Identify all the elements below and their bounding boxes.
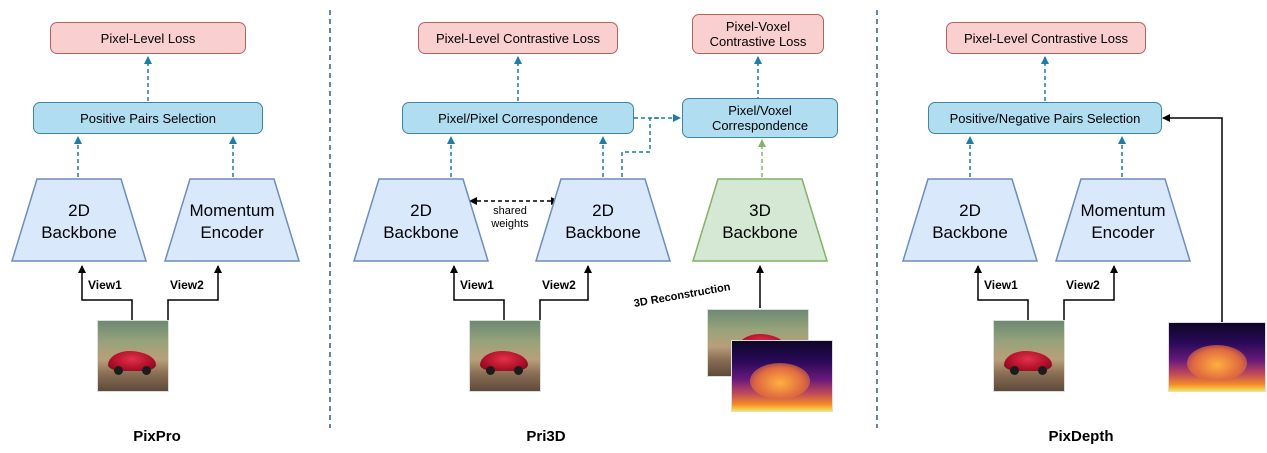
pixpro-selection-label: Positive Pairs Selection: [80, 110, 216, 126]
pixpro-car-photo: [97, 320, 169, 392]
pixdepth-backbone-right-line1: Momentum: [1080, 201, 1166, 220]
pri3d-shared-weights-line2: weights: [491, 218, 529, 230]
pixpro-momentum-encoder: Momentum Encoder: [164, 178, 300, 262]
pixdepth-selection-label: Positive/Negative Pairs Selection: [949, 110, 1141, 126]
pri3d-voxel-loss-line2: Contrastive Loss: [709, 34, 807, 49]
pri3d-pixel-loss-label: Pixel-Level Contrastive Loss: [435, 30, 601, 46]
pixpro-backbone-left-line2: Backbone: [41, 223, 117, 242]
pixdepth-depth-map: [1168, 322, 1266, 392]
pri3d-voxel-loss-box: Pixel-Voxel Contrastive Loss: [692, 14, 824, 54]
pixdepth-view2-label: View2: [1066, 278, 1100, 292]
pri3d-connectors: [447, 56, 766, 320]
pri3d-car-photo: [469, 320, 541, 392]
pri3d-backbone-b-line1: 2D: [592, 201, 614, 220]
pri3d-backbone-a-line1: 2D: [410, 201, 432, 220]
pri3d-pixel-loss-box: Pixel-Level Contrastive Loss: [418, 22, 618, 54]
pixpro-backbone-right-line2: Encoder: [200, 223, 264, 242]
pri3d-pixel-correspondence-label: Pixel/Pixel Correspondence: [438, 110, 598, 126]
pixpro-view1-label: View1: [88, 278, 122, 292]
pixdepth-selection-box: Positive/Negative Pairs Selection: [928, 102, 1162, 134]
pixpro-backbone-right-line1: Momentum: [189, 201, 275, 220]
pri3d-3d-backbone: 3D Backbone: [692, 178, 828, 262]
pixdepth-view1-label: View1: [984, 278, 1018, 292]
pri3d-view1-label: View1: [460, 278, 494, 292]
pixdepth-backbone-left-line2: Backbone: [932, 223, 1008, 242]
pri3d-voxel-correspondence-line2: Correspondence: [711, 118, 809, 133]
pri3d-view2-label: View2: [542, 278, 576, 292]
pri3d-voxel-correspondence-box: Pixel/Voxel Correspondence: [682, 98, 838, 138]
pixdepth-momentum-encoder: Momentum Encoder: [1055, 178, 1191, 262]
pixdepth-2d-backbone: 2D Backbone: [902, 178, 1038, 262]
pri3d-2d-backbone-a: 2D Backbone: [353, 178, 489, 262]
pri3d-backbone-3d-line2: Backbone: [722, 223, 798, 242]
pri3d-voxel-correspondence-line1: Pixel/Voxel: [728, 103, 792, 118]
pixpro-loss-box: Pixel-Level Loss: [50, 22, 246, 54]
pixpro-selection-box: Positive Pairs Selection: [33, 102, 263, 134]
pri3d-shared-weights-label: shared weights: [484, 205, 536, 231]
pri3d-depth-map: [731, 340, 833, 412]
pri3d-voxel-loss-line1: Pixel-Voxel: [725, 19, 791, 34]
pixdepth-title: PixDepth: [1048, 428, 1114, 445]
pixpro-loss-label: Pixel-Level Loss: [100, 30, 196, 46]
pri3d-title: Pri3D: [526, 428, 566, 445]
pixdepth-loss-box: Pixel-Level Contrastive Loss: [946, 22, 1146, 54]
pixpro-connectors: [74, 56, 237, 320]
pri3d-backbone-3d-line1: 3D: [749, 201, 771, 220]
pixdepth-loss-label: Pixel-Level Contrastive Loss: [963, 30, 1129, 46]
pixpro-2d-backbone: 2D Backbone: [11, 178, 147, 262]
pixpro-backbone-left-line1: 2D: [68, 201, 90, 220]
pixpro-title: PixPro: [133, 428, 181, 445]
pixdepth-backbone-right-line2: Encoder: [1091, 223, 1155, 242]
pri3d-2d-backbone-b: 2D Backbone: [535, 178, 671, 262]
pixdepth-backbone-left-line1: 2D: [959, 201, 981, 220]
pri3d-backbone-a-line2: Backbone: [383, 223, 459, 242]
pri3d-shared-weights-line1: shared: [493, 205, 527, 217]
pri3d-pixel-correspondence-box: Pixel/Pixel Correspondence: [402, 102, 634, 134]
pri3d-backbone-b-line2: Backbone: [565, 223, 641, 242]
pixdepth-connectors: [966, 56, 1223, 322]
pixdepth-car-photo: [993, 320, 1065, 392]
pixpro-view2-label: View2: [170, 278, 204, 292]
